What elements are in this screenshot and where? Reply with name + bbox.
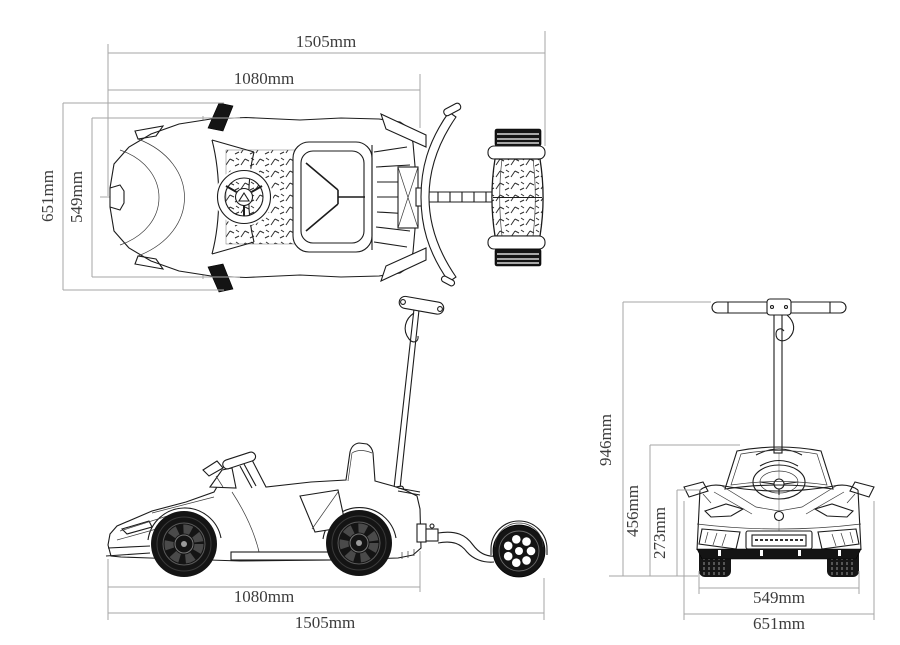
- engine-deck-louvers: [371, 145, 412, 250]
- headlight-left-top: [134, 125, 165, 140]
- dim-label-side-overall-length: 1505mm: [295, 613, 355, 632]
- headlight-right-top: [134, 255, 165, 270]
- trailer-wheel-side: [490, 520, 548, 578]
- intake-left: [698, 528, 741, 550]
- dim-label-front-track-width: 549mm: [753, 588, 805, 607]
- hood-crease: [137, 138, 185, 257]
- trailer-wheel-fender: [490, 520, 548, 555]
- rear-wheel-side: [326, 510, 392, 576]
- steering-wheel-side: [222, 451, 257, 470]
- front-wheel-side: [151, 511, 217, 577]
- dim-label-top-overall-width: 651mm: [38, 170, 57, 222]
- dim-label-top-overall-length: 1505mm: [296, 32, 356, 51]
- dim-label-front-hood-height: 273mm: [650, 507, 669, 559]
- license-plate: [751, 534, 807, 547]
- headrest-side: [347, 450, 373, 482]
- front-view-drawing: [683, 298, 875, 577]
- dim-label-top-body-width: 549mm: [67, 171, 86, 223]
- seat-top: [292, 141, 373, 253]
- mirror-left-top: [207, 102, 234, 132]
- spoiler-side-profile: [397, 487, 421, 496]
- handle-strap-hook: [775, 314, 795, 342]
- rocker-panel: [230, 551, 332, 561]
- trailer-wheel-top: [487, 128, 546, 267]
- dim-label-front-overall-height: 946mm: [596, 414, 615, 466]
- mirror-right-front: [849, 481, 875, 498]
- headlight-left-front: [703, 503, 745, 518]
- rear-diffuser: [401, 549, 415, 559]
- front-wheel-arch: [147, 507, 222, 541]
- push-handle-side: [386, 295, 445, 501]
- seat-back-front: [755, 448, 803, 467]
- side-view-dimensions: 1080mm 1505mm: [107, 551, 545, 632]
- headlight-right-front: [813, 503, 855, 518]
- dim-label-side-body-length: 1080mm: [234, 587, 294, 606]
- top-view-dimensions: 1505mm 1080mm 651mm 549mm: [38, 31, 546, 291]
- trailer-hitch-side: [416, 523, 497, 563]
- push-handle-front: [711, 298, 847, 454]
- windshield-front: [724, 446, 834, 490]
- steering-wheel-top: [215, 168, 273, 226]
- dim-label-top-body-length: 1080mm: [234, 69, 294, 88]
- rear-spoiler-top: [380, 112, 427, 283]
- nose-emblem-panel: [109, 184, 125, 211]
- front-view-dimensions: 946mm 456mm 273mm 549mm 651mm: [596, 301, 875, 633]
- top-view-drawing: [100, 102, 546, 293]
- car-body-front: [696, 484, 862, 560]
- front-splitter: [696, 548, 862, 560]
- front-splitter-side: [105, 545, 151, 557]
- brand-emblem: [773, 510, 785, 522]
- intake-right: [817, 528, 860, 550]
- headlight-side: [120, 520, 153, 535]
- hood-crease-inner: [119, 149, 160, 246]
- dim-label-front-overall-width: 651mm: [753, 614, 805, 633]
- push-handle-folded-top: [420, 102, 462, 287]
- side-view-drawing: [105, 295, 548, 578]
- mirror-side: [202, 460, 224, 477]
- dim-label-front-cowl-height: 456mm: [623, 485, 642, 537]
- mirror-right-top: [207, 263, 234, 293]
